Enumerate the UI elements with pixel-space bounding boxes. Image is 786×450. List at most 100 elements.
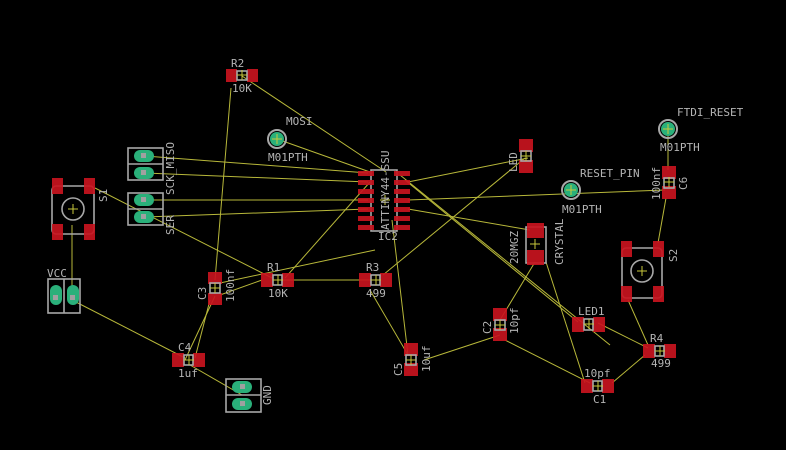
smd-pad[interactable]	[247, 69, 258, 82]
component-led[interactable]: LED	[507, 139, 533, 173]
smd-pad[interactable]	[581, 379, 593, 393]
smd-pad[interactable]	[394, 207, 410, 212]
airwire[interactable]	[369, 289, 409, 356]
smd-pad[interactable]	[261, 273, 273, 287]
airwire[interactable]	[407, 157, 529, 183]
smd-pad[interactable]	[358, 198, 374, 203]
airwire[interactable]	[144, 208, 369, 218]
airwire[interactable]	[657, 197, 667, 244]
smd-pad[interactable]	[394, 198, 410, 203]
component-ftdi-reset[interactable]: FTDI_RESET M01PTH	[658, 106, 744, 154]
airwire[interactable]	[144, 172, 369, 183]
component-c5[interactable]: C5 10uf	[392, 343, 433, 376]
component-reset-pin[interactable]: RESET_PIN M01PTH	[561, 167, 640, 216]
airwire[interactable]	[407, 208, 531, 231]
component-sck-miso[interactable]: SCK_MISO	[127, 142, 177, 195]
airwire[interactable]	[276, 138, 371, 173]
component-r3[interactable]: R3 499	[359, 261, 392, 300]
smd-pad[interactable]	[621, 286, 632, 302]
smd-pad[interactable]	[358, 189, 374, 194]
smd-pad[interactable]	[527, 250, 544, 265]
airwire[interactable]	[214, 87, 232, 281]
smd-pad[interactable]	[380, 273, 392, 287]
component-s2[interactable]: S2	[621, 241, 680, 302]
airwire[interactable]	[219, 249, 376, 284]
airwire[interactable]	[407, 189, 666, 201]
smd-pad[interactable]	[493, 328, 507, 341]
smd-pad[interactable]	[208, 293, 222, 305]
component-r2[interactable]: R2 10K	[226, 57, 258, 95]
smd-pad[interactable]	[52, 224, 63, 240]
smd-pad[interactable]	[602, 379, 614, 393]
airwire[interactable]	[94, 187, 273, 279]
airwire[interactable]	[627, 299, 649, 346]
smd-pad[interactable]	[359, 273, 371, 287]
smd-pad[interactable]	[172, 353, 184, 367]
component-ic2[interactable]: ATTINY44-SSU IC2	[358, 151, 410, 243]
smd-pad[interactable]	[226, 69, 237, 82]
smd-pad[interactable]	[519, 139, 533, 152]
component-c4[interactable]: C4 1uf	[172, 341, 205, 380]
airwire[interactable]	[284, 181, 371, 279]
smd-pad[interactable]	[662, 186, 676, 199]
airwire[interactable]	[545, 261, 586, 384]
airwire[interactable]	[611, 354, 646, 384]
component-c1[interactable]: 10pf C1	[581, 367, 614, 406]
smd-pad[interactable]	[208, 272, 222, 284]
airwire[interactable]	[184, 295, 216, 361]
airwire[interactable]	[399, 174, 611, 346]
airwire[interactable]	[144, 155, 369, 174]
smd-pad[interactable]	[653, 241, 664, 257]
smd-pad[interactable]	[621, 241, 632, 257]
component-c3[interactable]: C3 100nf	[196, 269, 237, 305]
smd-pad[interactable]	[572, 317, 584, 332]
smd-pad[interactable]	[84, 224, 95, 240]
smd-pad[interactable]	[493, 308, 507, 321]
smd-pad[interactable]	[404, 343, 418, 356]
airwire[interactable]	[241, 75, 387, 173]
smd-pad[interactable]	[358, 171, 374, 176]
smd-pad[interactable]	[643, 344, 655, 358]
component-c2[interactable]: C2 10pf	[481, 308, 521, 342]
airwire[interactable]	[423, 334, 501, 361]
smd-pad[interactable]	[394, 171, 410, 176]
airwire[interactable]	[219, 279, 263, 296]
smd-pad[interactable]	[662, 166, 676, 179]
airwire[interactable]	[71, 299, 186, 359]
component-gnd[interactable]: GND	[225, 378, 274, 413]
component-vcc[interactable]: VCC	[47, 267, 81, 314]
smd-pad[interactable]	[653, 286, 664, 302]
smd-pad[interactable]	[394, 225, 410, 230]
smd-pad[interactable]	[394, 216, 410, 221]
airwire[interactable]	[194, 299, 211, 359]
smd-pad[interactable]	[664, 344, 676, 358]
smd-pad[interactable]	[593, 317, 605, 332]
smd-pad[interactable]	[84, 178, 95, 194]
smd-pad[interactable]	[282, 273, 294, 287]
component-crystal[interactable]: 20MGZ CRYSTAL	[508, 218, 566, 265]
airwire[interactable]	[391, 219, 409, 356]
smd-pad[interactable]	[519, 160, 533, 173]
component-led1[interactable]: LED1	[572, 305, 605, 332]
smd-pad[interactable]	[193, 353, 205, 367]
smd-pad[interactable]	[394, 189, 410, 194]
component-ser[interactable]: SER	[127, 192, 177, 235]
component-s1[interactable]: S1	[51, 178, 110, 240]
airwire[interactable]	[404, 179, 579, 323]
smd-pad[interactable]	[358, 207, 374, 212]
smd-pad[interactable]	[527, 223, 544, 238]
smd-pad[interactable]	[358, 225, 374, 230]
smd-pad[interactable]	[52, 178, 63, 194]
smd-pad[interactable]	[358, 180, 374, 185]
component-r1[interactable]: R1 10K	[261, 261, 294, 300]
airwire[interactable]	[504, 339, 591, 384]
component-mosi[interactable]: MOSI M01PTH	[267, 115, 313, 164]
smd-pad[interactable]	[358, 216, 374, 221]
component-r4[interactable]: R4 499	[643, 332, 676, 370]
component-c6[interactable]: 100nf C6	[650, 166, 690, 200]
smd-pad[interactable]	[404, 363, 418, 376]
smd-pad[interactable]	[394, 180, 410, 185]
airwire[interactable]	[597, 322, 649, 349]
